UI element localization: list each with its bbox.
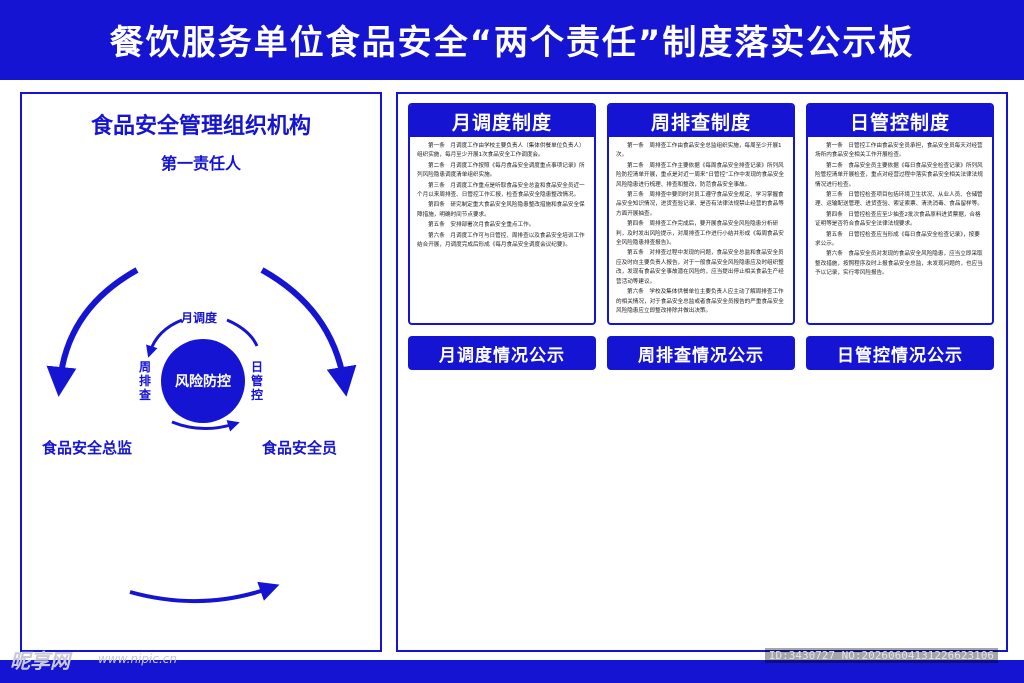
weekly-publicity-header: 周排查情况公示 [607, 336, 795, 370]
clause: 第二条 月调度工作按照《每月食品安全调度重点事项记录》所列风险隐患调度清单组织实… [417, 162, 585, 179]
monthly-system-box: 月调度制度 第一条 月调度工作由学校主要负责人（集体供餐单位负责人）组织实施，每… [408, 103, 596, 325]
monthly-system-title: 月调度制度 [410, 105, 594, 137]
footer-bar [0, 660, 1024, 683]
clause: 第三条 周排查中要同时对员工遵守食品安全规定、学习掌握食品安全知识情况，进货查验… [616, 192, 784, 217]
clause: 第六条 食品安全员对发现的食品安全风险隐患，应当立即采取整改措施，按照程序及时上… [815, 251, 983, 277]
clause: 第三条 月调度工作重点是听取食品安全总监和食品安全员近一个月以来周排查、日管控工… [417, 182, 585, 199]
daily-control-label: 日管控 [250, 360, 263, 402]
weekly-system-box: 周排查制度 第一条 周排查工作由食品安全总监组织实施，每周至少开展1次。 第二条… [607, 103, 795, 325]
clause: 第四条 周排查工作完成后，要开展食品安全风险隐患分析研判，及时发出风险提示，对周… [616, 221, 784, 247]
clause: 第二条 食品安全员主要依据《每日食品安全检查记录》所列风险管控清单开展检查，重点… [815, 162, 983, 188]
risk-control-center: 风险防控 [161, 339, 245, 423]
clause: 第四条 日管控检查应至少抽查2批次食品原料进货票据，合格证明等是否符合食品安全法… [815, 211, 981, 228]
header-banner: 餐饮服务单位食品安全“两个责任”制度落实公示板 [0, 0, 1024, 78]
daily-publicity-header: 日管控情况公示 [806, 336, 994, 370]
clause: 第五条 日管控检查应当形成《每日食品安全检查记录》，按要求公示。 [815, 231, 980, 248]
clause: 第五条 安排部署次月食品安全重点工作。 [428, 222, 535, 229]
systems-panel: 月调度制度 第一条 月调度工作由学校主要负责人（集体供餐单位负责人）组织实施，每… [396, 92, 1008, 652]
food-safety-officer-label: 食品安全员 [262, 439, 338, 457]
monthly-system-body: 第一条 月调度工作由学校主要负责人（集体供餐单位负责人）组织实施，每月至少开展1… [410, 137, 594, 256]
daily-system-body: 第一条 日管控工作由食品安全员承担，食品安全员每天对经营场所内食品安全相关工作开… [808, 137, 992, 285]
monthly-publicity-header: 月调度情况公示 [408, 336, 596, 370]
first-responsible-label: 第一责任人 [160, 154, 241, 173]
clause: 第二条 周排查工作主要依据《每周食品安全排查记录》所列风险防控清单开展，重点是对… [616, 162, 785, 188]
publicity-blank-area [406, 374, 1000, 644]
weekly-inspection-label: 周排查 [138, 360, 151, 402]
arrow-inner-bottom [171, 420, 240, 432]
watermark-logo: 昵享网 [10, 649, 70, 673]
daily-system-box: 日管控制度 第一条 日管控工作由食品安全员承担，食品安全员每天对经营场所内食品安… [806, 103, 994, 325]
clause: 第一条 月调度工作由学校主要负责人（集体供餐单位负责人）组织实施，每月至少开展1… [417, 143, 585, 159]
cycle-arrows-graphic [46, 267, 357, 604]
arrow-bottom-large [129, 581, 280, 604]
clause: 第六条 学校及集体供餐单位主要负责人应主动了解周排查工作的相关情况，对于食品安全… [616, 289, 784, 314]
monthly-dispatch-label: 月调度 [181, 311, 218, 325]
clause: 第三条 日管控检查项目包括环境卫生状况、从业人员、仓储管理、运输配送管理、进货查… [815, 192, 983, 208]
org-title: 食品安全管理组织机构 [90, 114, 311, 139]
arrow-inner-topright [226, 318, 259, 347]
clause: 第四条 研究制定重大食品安全风险隐患整改措施和食品安全保障措施，明确时间节点要求… [417, 202, 585, 218]
food-safety-director-label: 食品安全总监 [42, 439, 133, 457]
clause: 第一条 周排查工作由食品安全总监组织实施，每周至少开展1次。 [616, 143, 782, 159]
page-title: 餐饮服务单位食品安全“两个责任”制度落实公示板 [109, 22, 915, 63]
weekly-system-title: 周排查制度 [609, 105, 793, 137]
watermark-url: www.nipic.cn [98, 652, 177, 666]
arrow-left-large [46, 267, 139, 397]
arrow-inner-top [146, 318, 183, 358]
clause: 第六条 月调度工作可与日管控、周排查以及食品安全培训工作结合开展，月调度完成后形… [417, 232, 585, 249]
arrow-right-large [260, 267, 357, 397]
weekly-system-body: 第一条 周排查工作由食品安全总监组织实施，每周至少开展1次。 第二条 周排查工作… [609, 137, 793, 322]
org-structure-panel: 食品安全管理组织机构 第一责任人 风险防控 月调度 周排查 日管控 食品安全总监… [20, 92, 382, 652]
clause: 第五条 对排查过程中发现的问题，食品安全总监和食品安全员应及时向主要负责人报告，… [616, 250, 784, 285]
daily-system-title: 日管控制度 [808, 105, 992, 137]
clause: 第一条 日管控工作由食品安全员承担，食品安全员每天对经营场所内食品安全相关工作开… [815, 143, 983, 159]
watermark-id: ID:3430727 NO:20260604131226623106 [764, 648, 998, 663]
